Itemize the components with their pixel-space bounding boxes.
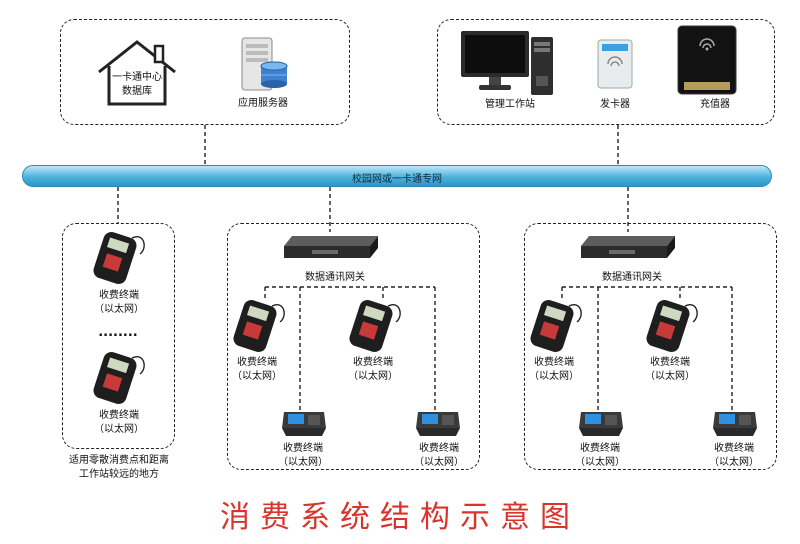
gateway-group-box-2 xyxy=(524,223,777,470)
g1-terminal-2-label: 收费终端 （以太网） xyxy=(338,356,408,384)
g2-terminal-3-name: 收费终端 xyxy=(580,443,620,454)
g2-terminal-2-name: 收费终端 xyxy=(650,357,690,368)
pos-terminal-icon xyxy=(233,300,285,352)
card-reader-icon xyxy=(597,39,633,89)
g1-terminal-3-label: 收费终端 （以太网） xyxy=(268,442,338,470)
g2-terminal-3-label: 收费终端 （以太网） xyxy=(565,442,635,470)
recharger-label: 充值器 xyxy=(700,99,730,110)
gateway-group-box-1 xyxy=(227,223,480,470)
gateway-1-label: 数据通讯网关 xyxy=(305,272,365,283)
diagram-title: 消费系统结构示意图 xyxy=(220,500,580,535)
remote-ellipsis: ........ xyxy=(98,325,138,340)
pos-terminal-icon xyxy=(530,300,582,352)
desk-terminal-icon xyxy=(416,412,460,436)
remote-note-line2: 工作站较远的地方 xyxy=(79,469,159,480)
campus-network-bus: 校园网或一卡通专网 xyxy=(22,165,772,187)
datacenter-line2: 数据库 xyxy=(122,86,152,97)
bus-label: 校园网或一卡通专网 xyxy=(352,174,442,185)
datacenter-label: 一卡通中心 数据库 xyxy=(105,71,169,99)
remote-terminal-2-label: 收费终端 （以太网） xyxy=(80,409,158,437)
remote-terminal-1-net: （以太网） xyxy=(94,304,144,315)
desk-terminal-icon xyxy=(579,412,623,436)
management-group-box xyxy=(437,19,775,125)
remote-note: 适用零散消费点和距离 工作站较远的地方 xyxy=(52,454,186,482)
g2-terminal-1-label: 收费终端 （以太网） xyxy=(519,356,589,384)
server-icon xyxy=(241,37,288,91)
g1-terminal-4-net: （以太网） xyxy=(414,457,464,468)
g2-terminal-4-label: 收费终端 （以太网） xyxy=(699,442,769,470)
monitor-icon xyxy=(461,31,529,90)
remote-terminals-box xyxy=(62,223,175,449)
pos-terminal-icon xyxy=(349,300,401,352)
pos-terminal-icon xyxy=(646,300,698,352)
remote-terminal-2-name: 收费终端 xyxy=(99,410,139,421)
g1-terminal-2-net: （以太网） xyxy=(348,371,398,382)
gateway-icon xyxy=(284,236,378,258)
g2-terminal-1-net: （以太网） xyxy=(529,371,579,382)
desk-terminal-icon xyxy=(713,412,757,436)
remote-note-line1: 适用零散消费点和距离 xyxy=(69,455,169,466)
g2-terminal-1-name: 收费终端 xyxy=(534,357,574,368)
g2-terminal-4-name: 收费终端 xyxy=(714,443,754,454)
g2-terminal-2-net: （以太网） xyxy=(645,371,695,382)
g2-terminal-3-net: （以太网） xyxy=(575,457,625,468)
g1-terminal-3-name: 收费终端 xyxy=(283,443,323,454)
g1-terminal-2-name: 收费终端 xyxy=(353,357,393,368)
g1-terminal-3-net: （以太网） xyxy=(278,457,328,468)
g1-terminal-1-name: 收费终端 xyxy=(237,357,277,368)
pos-terminal-icon xyxy=(93,232,145,284)
g1-terminal-4-name: 收费终端 xyxy=(419,443,459,454)
center-group-box xyxy=(60,19,350,125)
datacenter-line1: 一卡通中心 xyxy=(112,72,162,83)
g1-terminal-1-net: （以太网） xyxy=(232,371,282,382)
house-icon xyxy=(98,40,176,106)
gateway-icon xyxy=(581,236,675,258)
remote-terminal-2-net: （以太网） xyxy=(94,424,144,435)
remote-terminal-1-label: 收费终端 （以太网） xyxy=(80,289,158,317)
remote-terminal-1-name: 收费终端 xyxy=(99,290,139,301)
desk-terminal-icon xyxy=(282,412,326,436)
card-issuer-label: 发卡器 xyxy=(600,99,630,110)
app-server-label: 应用服务器 xyxy=(238,98,288,109)
g1-terminal-1-label: 收费终端 （以太网） xyxy=(222,356,292,384)
g2-terminal-2-label: 收费终端 （以太网） xyxy=(635,356,705,384)
gateway-2-label: 数据通讯网关 xyxy=(602,272,662,283)
pc-tower-icon xyxy=(531,37,553,95)
recharger-icon xyxy=(677,25,737,95)
pos-terminal-icon xyxy=(93,352,145,404)
workstation-label: 管理工作站 xyxy=(485,99,535,110)
g1-terminal-4-label: 收费终端 （以太网） xyxy=(404,442,474,470)
g2-terminal-4-net: （以太网） xyxy=(709,457,759,468)
